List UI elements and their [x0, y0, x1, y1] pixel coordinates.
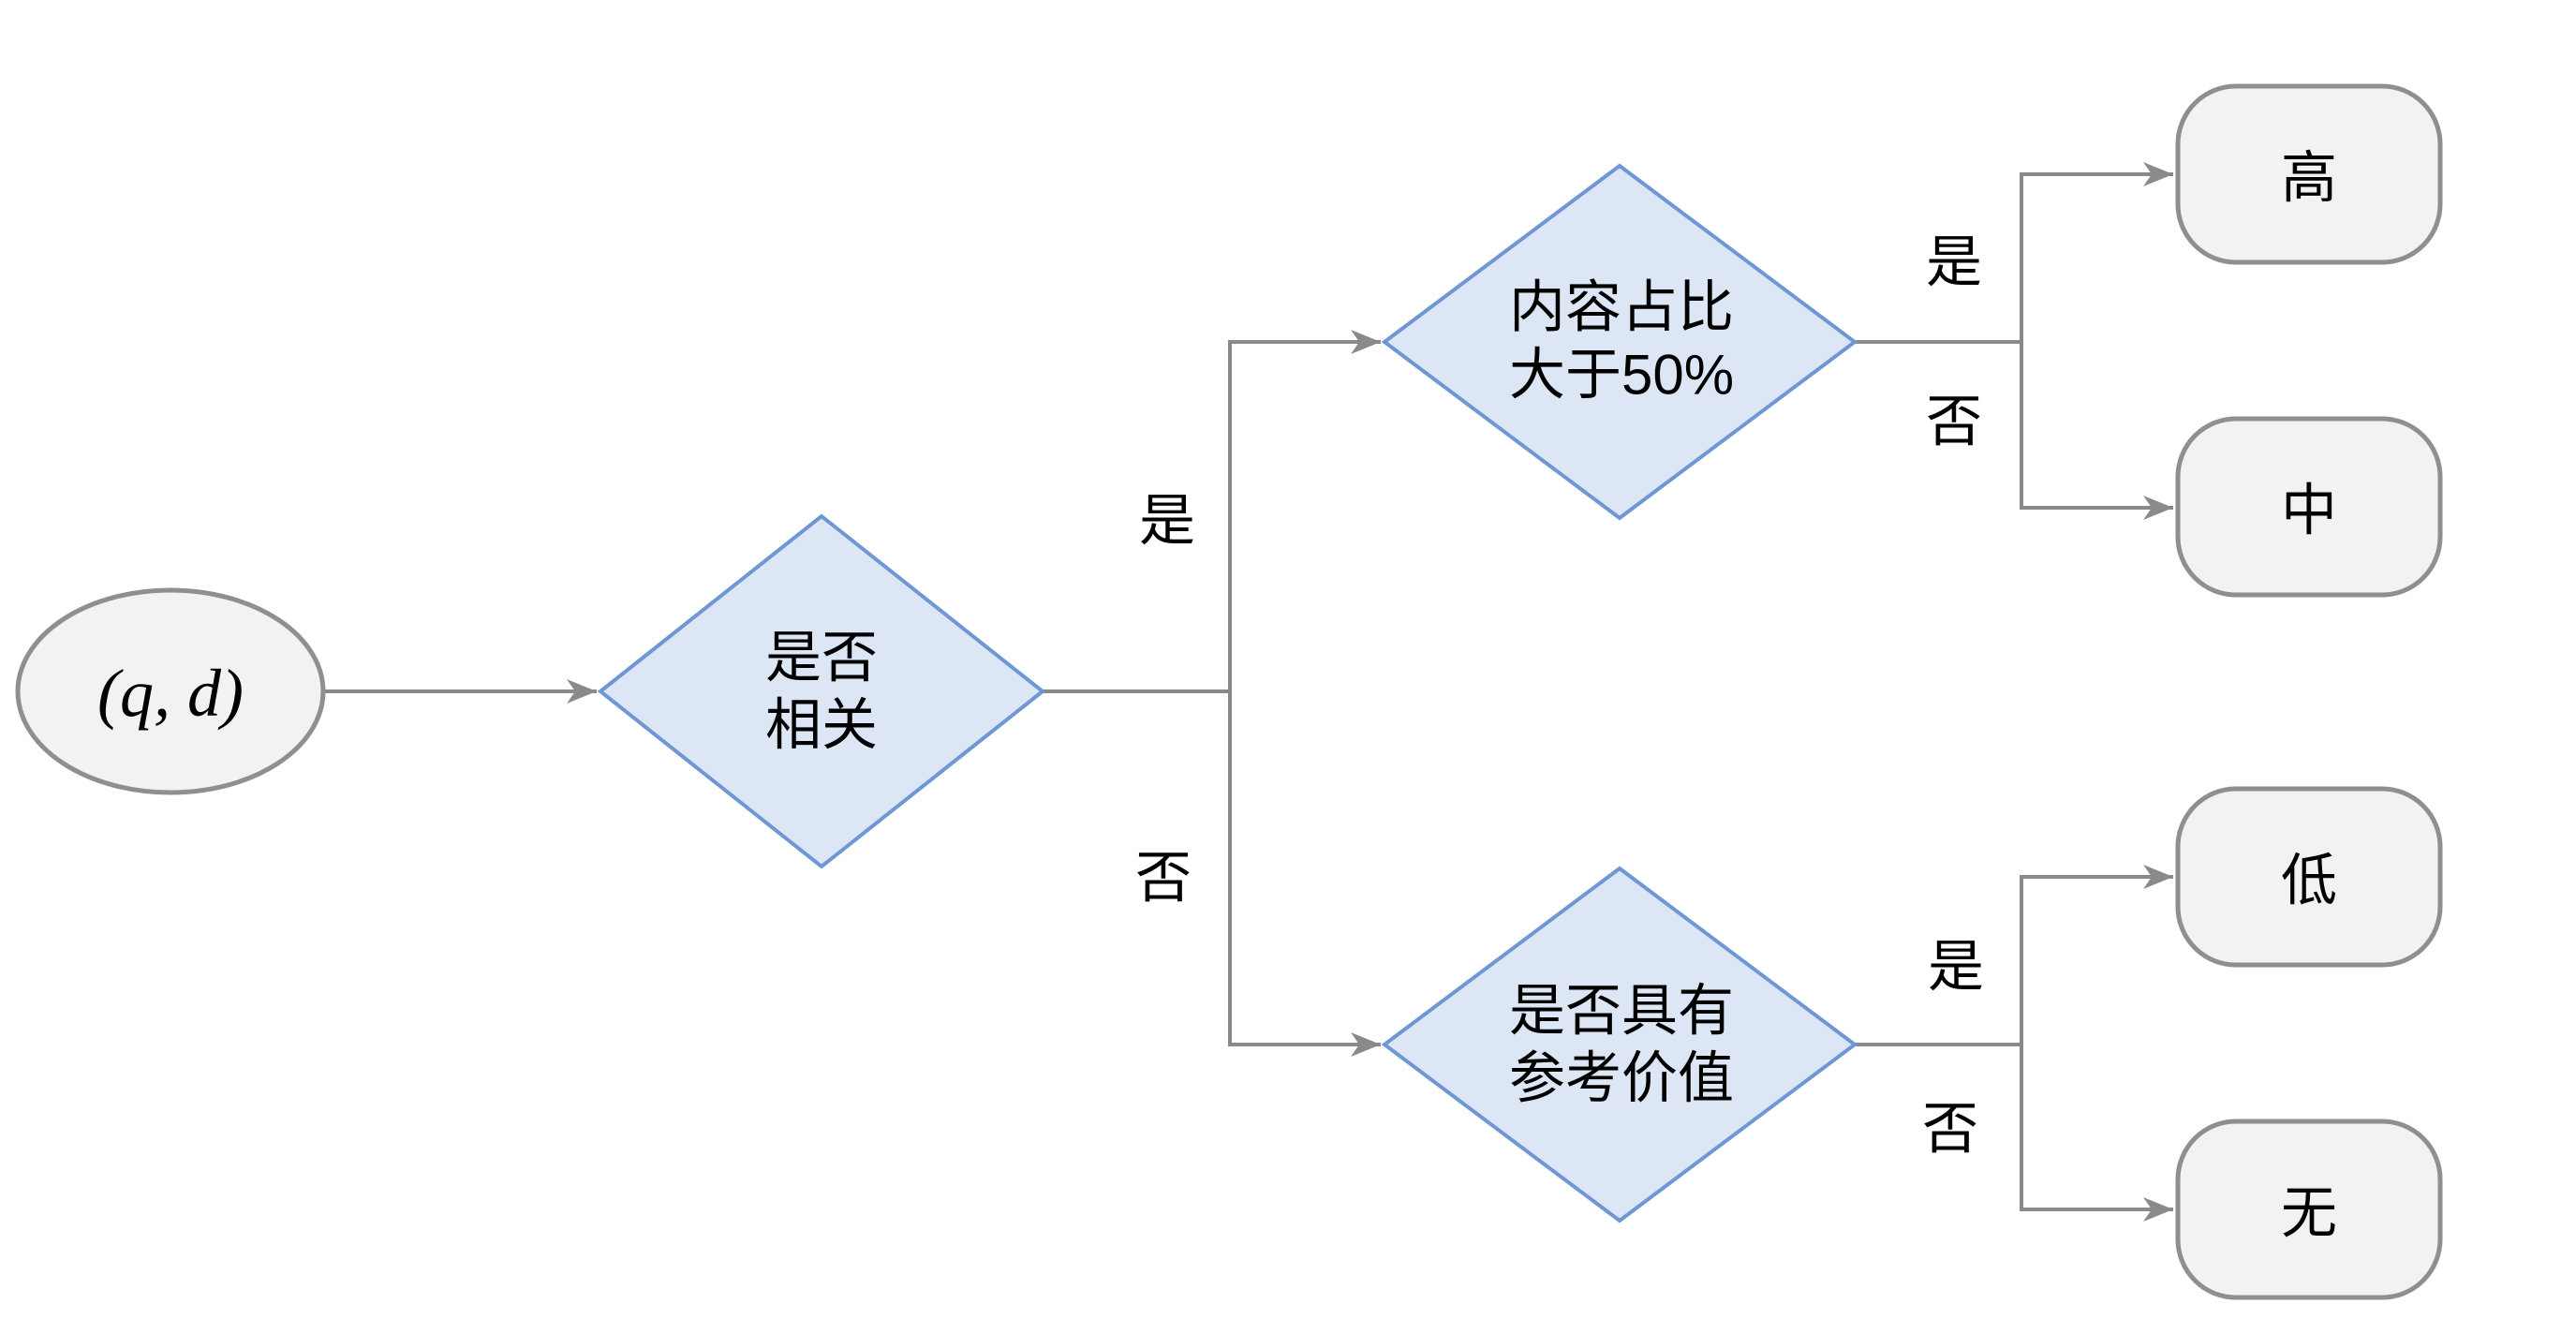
start-label: (q, d): [97, 656, 244, 731]
edge-content-ratio-no: [2020, 342, 2173, 520]
start-ellipse: [15, 587, 326, 795]
outcome-medium-label: 中: [2281, 480, 2337, 542]
outcome-high: 高: [2175, 83, 2443, 265]
decision-reference-value-diamond: [1381, 866, 1858, 1223]
edge-label-content-ratio-yes: 是: [1926, 231, 1982, 294]
decision-relevance-label-line1: 是否: [765, 627, 878, 689]
decision-reference-value: 是否具有 参考价值: [1381, 866, 1858, 1223]
outcome-none: 无: [2175, 1119, 2443, 1300]
outcome-medium: 中: [2175, 416, 2443, 598]
outcome-none-box: [2175, 1119, 2443, 1300]
edge-label-relevance-yes: 是: [1139, 490, 1195, 553]
decision-relevance: 是否 相关: [597, 513, 1046, 869]
outcome-low: 低: [2175, 786, 2443, 968]
outcome-none-label: 无: [2281, 1182, 2337, 1245]
outcome-high-box: [2175, 83, 2443, 265]
edge-labels: 是 否 是 否 是 否: [1135, 231, 1984, 1161]
decision-reference-value-label-line2: 参考价值: [1509, 1047, 1734, 1110]
outcome-medium-box: [2175, 416, 2443, 598]
edge-reference-value-yes: [2020, 865, 2173, 1045]
outcome-low-box: [2175, 786, 2443, 968]
decision-reference-value-label-line1: 是否具有: [1509, 980, 1734, 1043]
edge-content-ratio-yes: [2020, 162, 2173, 342]
decision-relevance-diamond: [597, 513, 1046, 869]
decision-relevance-label-line2: 相关: [765, 694, 878, 757]
decision-content-ratio: 内容占比 大于50%: [1381, 163, 1858, 521]
outcome-high-label: 高: [2281, 147, 2337, 210]
edge-label-reference-value-no: 否: [1922, 1098, 1978, 1161]
start-node: (q, d): [15, 587, 326, 795]
edge-reference-value-no: [2020, 1045, 2173, 1222]
edge-relevance-no: [1228, 691, 1381, 1057]
edges: [323, 162, 2173, 1222]
edge-label-relevance-no: 否: [1135, 847, 1192, 910]
decision-content-ratio-diamond: [1381, 163, 1858, 521]
edge-relevance-yes: [1228, 330, 1381, 691]
decision-content-ratio-label-line2: 大于50%: [1509, 344, 1734, 407]
outcome-low-label: 低: [2281, 850, 2337, 912]
edge-label-reference-value-yes: 是: [1928, 936, 1984, 999]
edge-label-content-ratio-no: 否: [1926, 391, 1982, 453]
decision-content-ratio-label-line1: 内容占比: [1509, 276, 1734, 339]
